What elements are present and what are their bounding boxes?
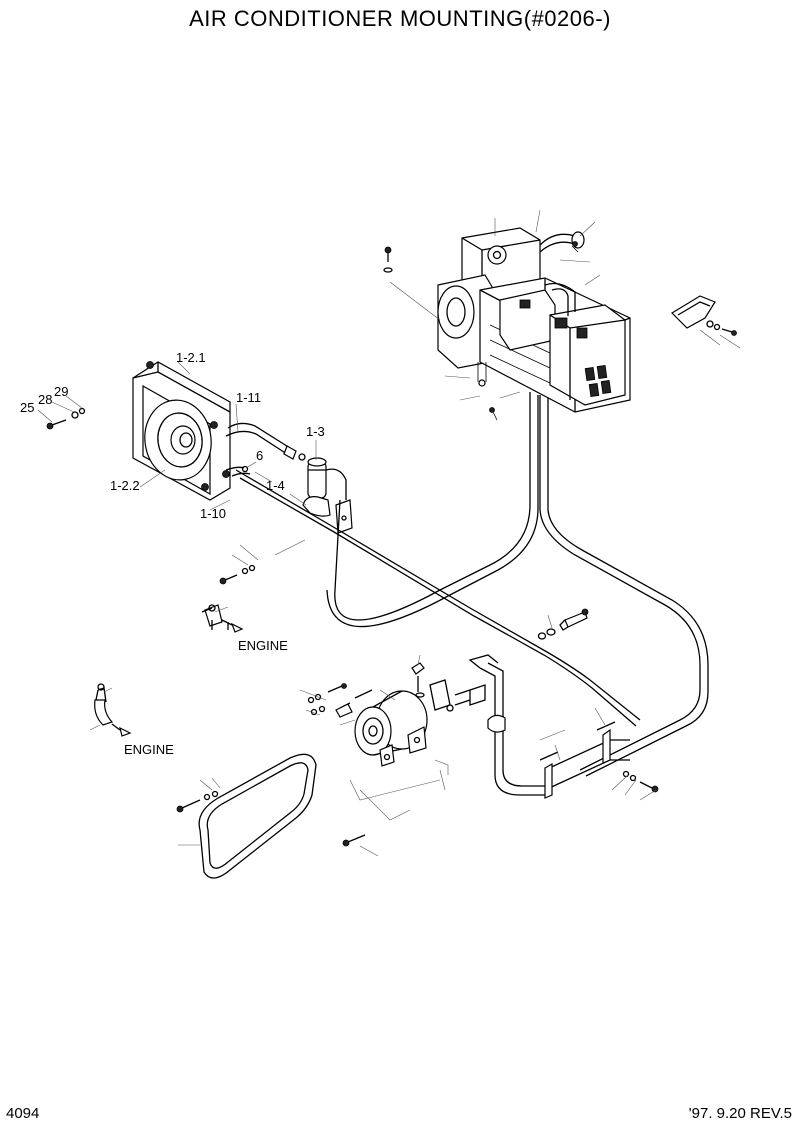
callout-1-3: 1-3 (306, 424, 325, 439)
callout-1-4: 1-4 (266, 478, 285, 493)
callout-1-10: 1-10 (200, 506, 226, 521)
engine-label-upper: ENGINE (238, 638, 288, 653)
compressor-bolt-lower (342, 789, 411, 857)
engine-label-lower: ENGINE (124, 742, 174, 757)
fastener-set-left (37, 395, 86, 430)
callout-25: 25 (20, 400, 34, 415)
bolts-right (537, 608, 659, 801)
callout-6: 6 (256, 448, 263, 463)
bracket-upper-right (671, 295, 741, 349)
page-number: 4094 (6, 1105, 40, 1122)
callout-1-2-1: 1-2.1 (176, 350, 206, 365)
condenser-assembly (132, 361, 306, 511)
engine-fitting-upper (201, 604, 244, 633)
page-title: AIR CONDITIONER MOUNTING(#0206-) (189, 6, 611, 31)
callout-29: 29 (54, 384, 68, 399)
refrigerant-hoses (235, 392, 709, 799)
hvac-unit (383, 209, 631, 421)
callout-1-11: 1-11 (236, 390, 261, 405)
callout-1-2-2: 1-2.2 (110, 478, 140, 493)
drive-belt (176, 753, 441, 879)
compressor (299, 654, 449, 791)
callout-28: 28 (38, 392, 52, 407)
engine-fitting-lower (89, 683, 132, 737)
bolts-mid-left (219, 539, 306, 585)
revision-date: '97. 9.20 REV.5 (688, 1105, 792, 1122)
